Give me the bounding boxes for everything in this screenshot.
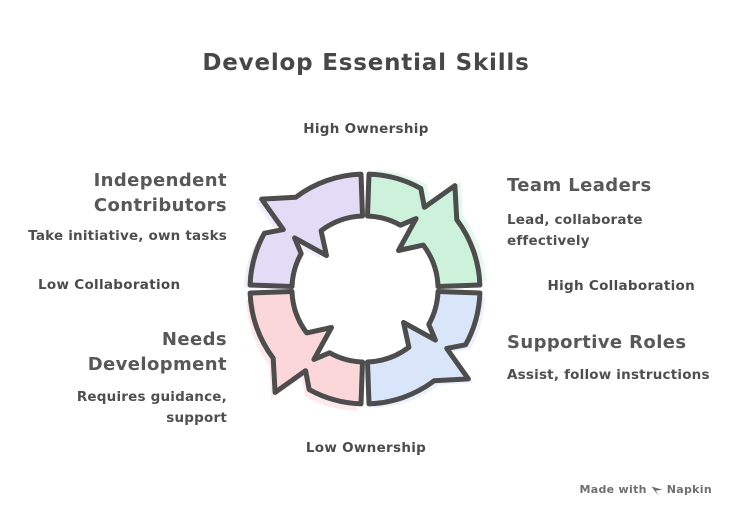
quadrant-heading-independent-contributors: Independent Contributors (93, 170, 227, 216)
cycle-arrow-top-left (247, 171, 365, 289)
quadrant-description-supportive-roles: Assist, follow instructions (507, 367, 710, 383)
quadrant-description-team-leaders: Lead, collaborate effectively (507, 212, 643, 249)
quadrant-description-independent-contributors: Take initiative, own tasks (28, 228, 227, 244)
quadrant-description-needs-development: Requires guidance, support (76, 389, 227, 426)
watermark-prefix: Made with (579, 483, 647, 496)
cycle-arrow-bottom-right (365, 289, 483, 407)
napkin-logo-icon (651, 486, 663, 495)
quadrant-heading-needs-development: Needs Development (87, 329, 227, 375)
axis-label-high-ownership: High Ownership (303, 121, 429, 137)
axis-label-low-collaboration: Low Collaboration (38, 277, 181, 293)
diagram-title: Develop Essential Skills (202, 50, 530, 76)
quadrant-heading-team-leaders: Team Leaders (507, 175, 652, 196)
quadrant-heading-supportive-roles: Supportive Roles (507, 332, 687, 353)
axis-label-high-collaboration: High Collaboration (547, 278, 695, 294)
cycle-arrow-top-right (365, 171, 483, 289)
watermark-brand: Napkin (666, 483, 712, 496)
axis-label-low-ownership: Low Ownership (305, 440, 427, 456)
cycle-arrow-bottom-left (247, 289, 365, 407)
watermark: Made with Napkin (580, 483, 713, 496)
